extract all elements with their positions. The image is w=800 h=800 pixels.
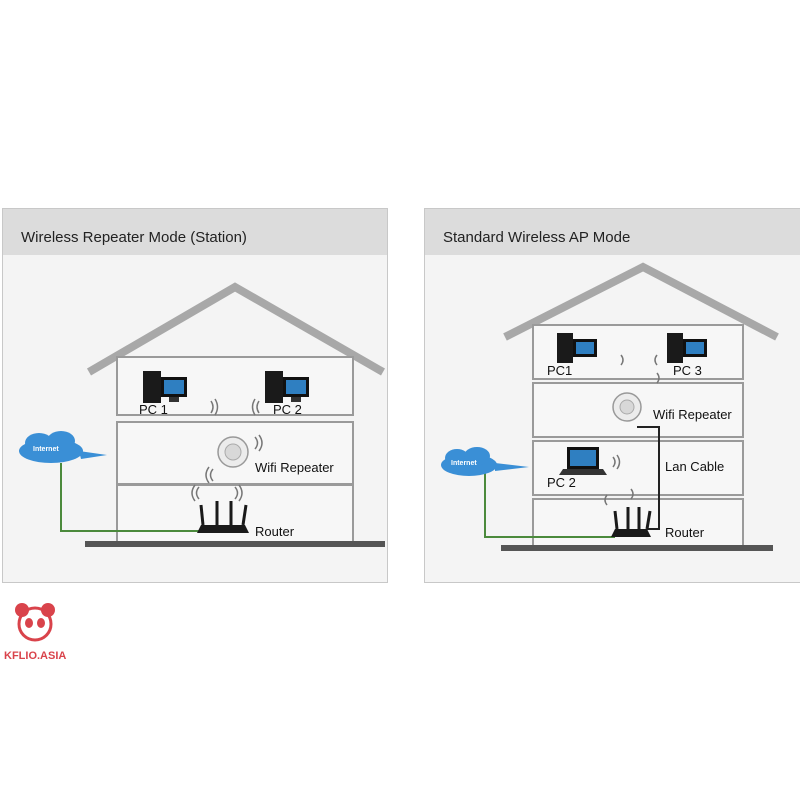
internet-cable <box>60 463 203 532</box>
logo-text: KFLIO.ASIA <box>4 650 66 662</box>
ground-line <box>501 545 773 551</box>
floor-bottom <box>116 484 354 544</box>
desktop-pc-icon <box>143 371 187 403</box>
wifi-signal-icon <box>191 484 243 502</box>
wifi-repeater-label: Wifi Repeater <box>255 460 334 475</box>
repeater-mode-diagram <box>19 282 385 547</box>
panel-title: Standard Wireless AP Mode <box>443 229 631 246</box>
wifi-repeater-icon <box>217 436 249 468</box>
pc2-label: PC 2 <box>547 475 576 490</box>
desktop-pc-icon <box>557 333 597 363</box>
pc1-label: PC 1 <box>139 402 168 417</box>
router-icon <box>197 501 249 533</box>
panel-title: Wireless Repeater Mode (Station) <box>21 229 247 246</box>
wifi-repeater-icon <box>612 392 642 422</box>
wifi-repeater-label: Wifi Repeater <box>653 407 732 422</box>
wifi-signal-icon <box>612 454 621 470</box>
wifi-signal-icon <box>620 354 660 384</box>
panel-header: Standard Wireless AP Mode <box>425 209 800 255</box>
panda-logo-icon <box>15 603 55 642</box>
ap-mode-panel: Standard Wireless AP Mode <box>424 208 800 583</box>
repeater-mode-panel: Wireless Repeater Mode (Station) <box>2 208 388 583</box>
pc3-label: PC 3 <box>673 363 702 378</box>
router-label: Router <box>665 525 705 540</box>
desktop-pc-icon <box>667 333 707 363</box>
router-icon <box>611 507 652 537</box>
internet-cable <box>484 471 615 538</box>
ground-line <box>85 541 385 547</box>
wifi-signal-icon <box>205 434 263 484</box>
internet-label: Internet <box>451 460 477 467</box>
brand-logo: KFLIO.ASIA <box>4 603 66 662</box>
router-label: Router <box>255 524 295 539</box>
house-roof <box>86 282 385 376</box>
pc2-label: PC 2 <box>273 402 302 417</box>
lan-cable-label: Lan Cable <box>665 459 725 474</box>
house-roof <box>503 262 779 341</box>
wifi-signal-icon <box>210 398 260 416</box>
panel-header: Wireless Repeater Mode (Station) <box>3 209 387 255</box>
internet-label: Internet <box>33 446 59 453</box>
pc1-label: PC1 <box>547 363 573 378</box>
internet-cloud-icon <box>19 431 107 463</box>
laptop-icon <box>559 447 607 475</box>
wifi-signal-icon <box>604 488 634 506</box>
desktop-pc-icon <box>265 371 309 403</box>
ap-mode-diagram <box>441 262 779 551</box>
lan-cable <box>637 426 660 530</box>
internet-cloud-icon <box>441 447 529 476</box>
